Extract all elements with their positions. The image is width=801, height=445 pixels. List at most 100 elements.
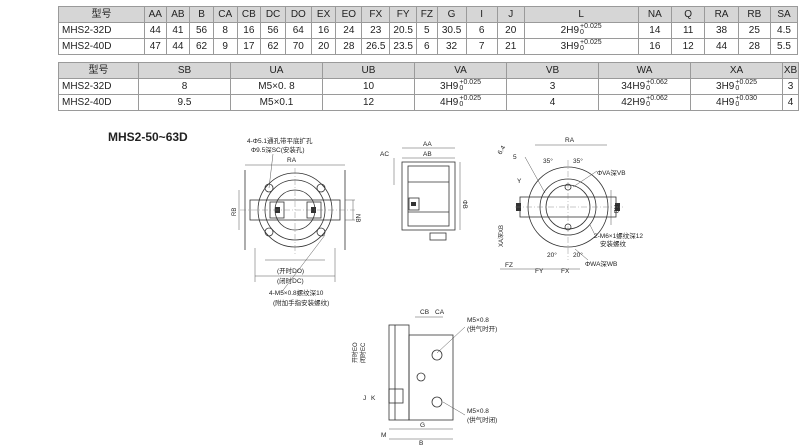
- label-phi-va: ΦVA深VB: [597, 168, 626, 177]
- value-cell: 4: [506, 94, 599, 111]
- value-cell: 44: [144, 22, 167, 39]
- header-cell: DC: [260, 6, 286, 23]
- value-cell: 47: [144, 38, 167, 55]
- label-m5-top: M5×0.8: [467, 317, 489, 324]
- label-35b: 35°: [573, 157, 583, 165]
- label-phi-b: ΦB: [461, 200, 467, 209]
- thread-note: 4-M5×0.8螺纹深10: [269, 288, 324, 297]
- label-xa-xb: XA深XB: [497, 225, 505, 247]
- value-cell: 5: [416, 22, 438, 39]
- header-cell: FY: [389, 6, 418, 23]
- label-cb: CB: [420, 309, 429, 316]
- value-cell: 62: [260, 38, 286, 55]
- value-cell: 38: [704, 22, 739, 39]
- note-m6: 2-M6×1螺纹深12: [594, 231, 643, 240]
- model-cell: MHS2-32D: [58, 78, 139, 95]
- label-35a: 35°: [543, 157, 553, 165]
- label-rb-rear: RB: [612, 205, 618, 213]
- header-cell: EO: [335, 6, 363, 23]
- label-rb: RB: [232, 208, 238, 216]
- header-cell: VA: [414, 62, 507, 79]
- model-cell: MHS2-40D: [57, 38, 146, 55]
- label-open-eo: 开时EO: [351, 342, 359, 363]
- rear-view-drawing: RA 6.4 5 35° 35° Y ΦVA深VB RB 2-M6×1螺纹深12…: [497, 137, 644, 275]
- value-cell: 4: [782, 94, 799, 111]
- header-cell: Q: [671, 6, 706, 23]
- label-ac: AC: [380, 151, 389, 158]
- header-cell: UA: [230, 62, 323, 79]
- header-cell: SA: [769, 6, 799, 23]
- value-cell: 9.5: [138, 94, 231, 111]
- value-cell: 23.5: [389, 38, 418, 55]
- value-cell: 6: [465, 22, 498, 39]
- label-k: K: [371, 395, 376, 402]
- note-m6-2: 安装螺纹: [600, 239, 627, 248]
- section-title: MHS2-50~63D: [108, 130, 188, 144]
- value-cell: 62: [189, 38, 214, 55]
- value-cell: 14: [637, 22, 673, 39]
- side-view-drawing: AA AB AC ΦB: [380, 141, 467, 241]
- label-b: B: [419, 440, 423, 445]
- value-cell: 12: [322, 94, 415, 111]
- label-ra-rear: RA: [565, 137, 575, 144]
- label-fx: FX: [561, 268, 570, 275]
- label-5: 5: [513, 154, 517, 161]
- header-cell: WA: [598, 62, 691, 79]
- value-cell: 56: [260, 22, 286, 39]
- label-fy: FY: [535, 268, 544, 275]
- value-cell: 44: [704, 38, 739, 55]
- header-cell: RB: [737, 6, 771, 23]
- label-20b: 20°: [573, 251, 583, 259]
- value-cell: M5×0.1: [230, 94, 323, 111]
- header-cell: L: [523, 6, 639, 23]
- label-m5-bot: M5×0.8: [467, 408, 489, 415]
- label-ab: AB: [423, 151, 432, 158]
- header-cell: 型号: [57, 6, 146, 23]
- value-cell: 8: [212, 22, 238, 39]
- model-cell: MHS2-32D: [57, 22, 146, 39]
- thread-note-2: (附加手指安装螺纹): [273, 298, 329, 307]
- label-closed-ec: 闭时EC: [359, 342, 367, 363]
- header-cell: EX: [310, 6, 337, 23]
- header-cell: G: [436, 6, 467, 23]
- header-cell: CA: [212, 6, 238, 23]
- header-cell: XB: [782, 62, 799, 79]
- label-open-port: (供气时开): [467, 324, 497, 333]
- value-cell: 3: [506, 78, 599, 95]
- header-cell: AB: [165, 6, 191, 23]
- value-cell: 16: [310, 22, 337, 39]
- label-g: G: [420, 422, 425, 429]
- value-cell: 10: [322, 78, 415, 95]
- label-ca: CA: [435, 309, 445, 316]
- front-view-drawing: 4-Φ5.1通孔带平底扩孔 Φ9.5深SC(安装孔) RA NB RB (开时D…: [232, 136, 360, 307]
- value-cell: 56: [189, 22, 214, 39]
- label-m: M: [381, 432, 386, 439]
- header-cell: SB: [138, 62, 231, 79]
- value-cell: 23: [361, 22, 391, 39]
- label-ra: RA: [287, 157, 297, 164]
- header-cell: FZ: [416, 6, 438, 23]
- hole-note-2: Φ9.5深SC(安装孔): [251, 145, 305, 154]
- value-cell: 9: [212, 38, 238, 55]
- value-cell: 28: [737, 38, 771, 55]
- label-close-port: (供气时闭): [467, 415, 497, 424]
- label-aa: AA: [423, 141, 432, 148]
- header-cell: 型号: [58, 62, 139, 79]
- model-cell: MHS2-40D: [58, 94, 139, 111]
- header-cell: NA: [637, 6, 673, 23]
- value-cell: 7: [465, 38, 498, 55]
- value-cell: 6: [416, 38, 438, 55]
- header-cell: B: [189, 6, 214, 23]
- header-cell: XA: [690, 62, 783, 79]
- value-cell: 30.5: [436, 22, 467, 39]
